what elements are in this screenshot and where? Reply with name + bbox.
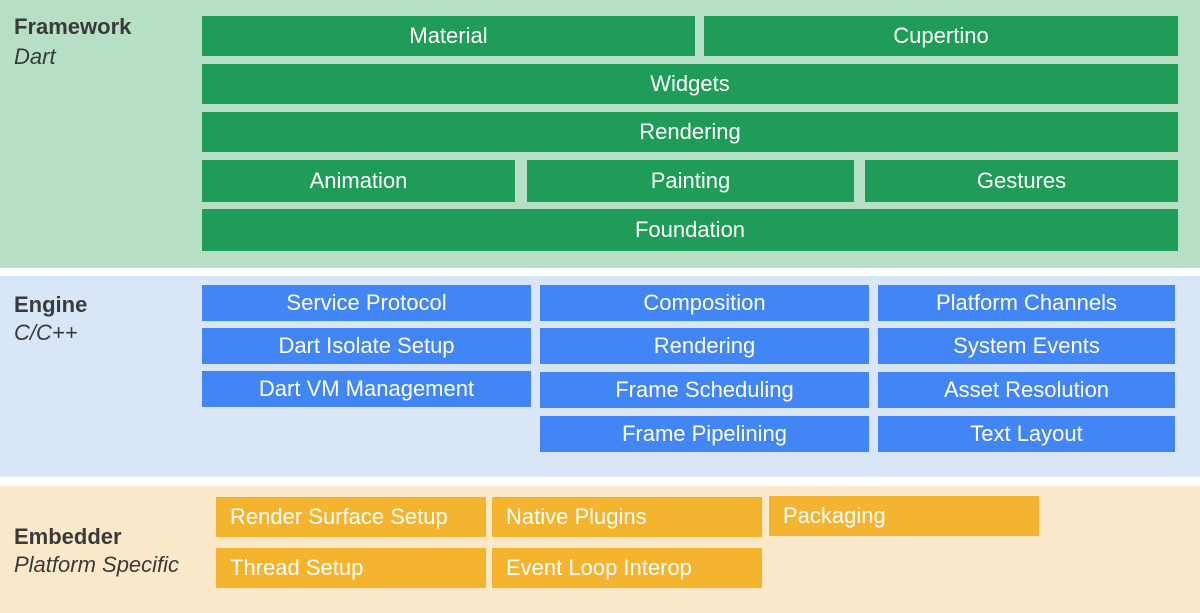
native-plugins-box: Native Plugins bbox=[492, 497, 762, 537]
engine-layer: Engine C/C++ Service Protocol Dart Isola… bbox=[0, 276, 1200, 477]
service-protocol-box: Service Protocol bbox=[202, 285, 531, 321]
framework-rendering-box: Rendering bbox=[202, 112, 1178, 152]
packaging-box: Packaging bbox=[769, 496, 1039, 536]
render-surface-setup-box: Render Surface Setup bbox=[216, 497, 486, 537]
engine-rendering-box: Rendering bbox=[540, 328, 869, 364]
dart-vm-management-box: Dart VM Management bbox=[202, 371, 531, 407]
engine-title: Engine bbox=[14, 292, 88, 317]
embedder-layer: Embedder Platform Specific Render Surfac… bbox=[0, 486, 1200, 613]
text-layout-box: Text Layout bbox=[878, 416, 1175, 452]
asset-resolution-box: Asset Resolution bbox=[878, 372, 1175, 408]
animation-box: Animation bbox=[202, 160, 515, 202]
thread-setup-box: Thread Setup bbox=[216, 548, 486, 588]
engine-subtitle: C/C++ bbox=[14, 320, 78, 345]
frame-pipelining-box: Frame Pipelining bbox=[540, 416, 869, 452]
frame-scheduling-box: Frame Scheduling bbox=[540, 372, 869, 408]
gestures-box: Gestures bbox=[865, 160, 1178, 202]
system-events-box: System Events bbox=[878, 328, 1175, 364]
event-loop-interop-box: Event Loop Interop bbox=[492, 548, 762, 588]
cupertino-box: Cupertino bbox=[704, 16, 1178, 56]
embedder-subtitle: Platform Specific bbox=[14, 552, 180, 577]
platform-channels-box: Platform Channels bbox=[878, 285, 1175, 321]
painting-box: Painting bbox=[527, 160, 854, 202]
widgets-box: Widgets bbox=[202, 64, 1178, 104]
material-box: Material bbox=[202, 16, 695, 56]
composition-box: Composition bbox=[540, 285, 869, 321]
dart-isolate-setup-box: Dart Isolate Setup bbox=[202, 328, 531, 364]
framework-title: Framework bbox=[14, 14, 132, 39]
embedder-title: Embedder bbox=[14, 524, 122, 549]
framework-layer: Framework Dart Material Cupertino Widget… bbox=[0, 0, 1200, 268]
foundation-box: Foundation bbox=[202, 209, 1178, 251]
framework-subtitle: Dart bbox=[14, 44, 56, 69]
